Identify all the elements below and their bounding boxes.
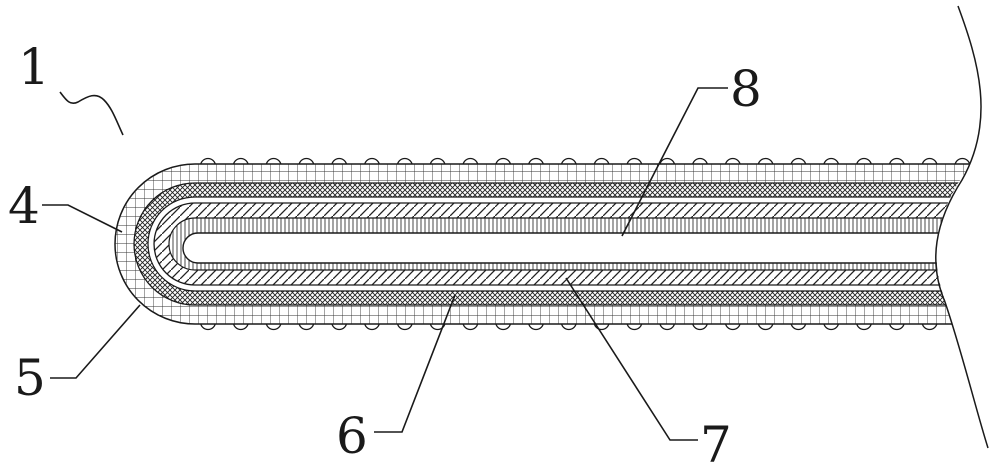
label-1: 1 xyxy=(18,38,50,96)
leader-6 xyxy=(374,294,456,433)
label-4: 4 xyxy=(8,177,40,235)
leader-8 xyxy=(621,87,728,237)
leader-5 xyxy=(50,304,141,379)
break-mask xyxy=(936,0,1000,473)
leader-1 xyxy=(59,91,124,136)
label-7: 7 xyxy=(700,416,732,473)
cable-body xyxy=(114,157,986,331)
label-5: 5 xyxy=(14,349,46,407)
leader-4 xyxy=(42,204,123,233)
label-8: 8 xyxy=(730,60,762,118)
label-6: 6 xyxy=(336,407,368,465)
inner-core xyxy=(182,232,986,264)
break-line xyxy=(935,5,989,449)
leader-7 xyxy=(565,277,698,441)
